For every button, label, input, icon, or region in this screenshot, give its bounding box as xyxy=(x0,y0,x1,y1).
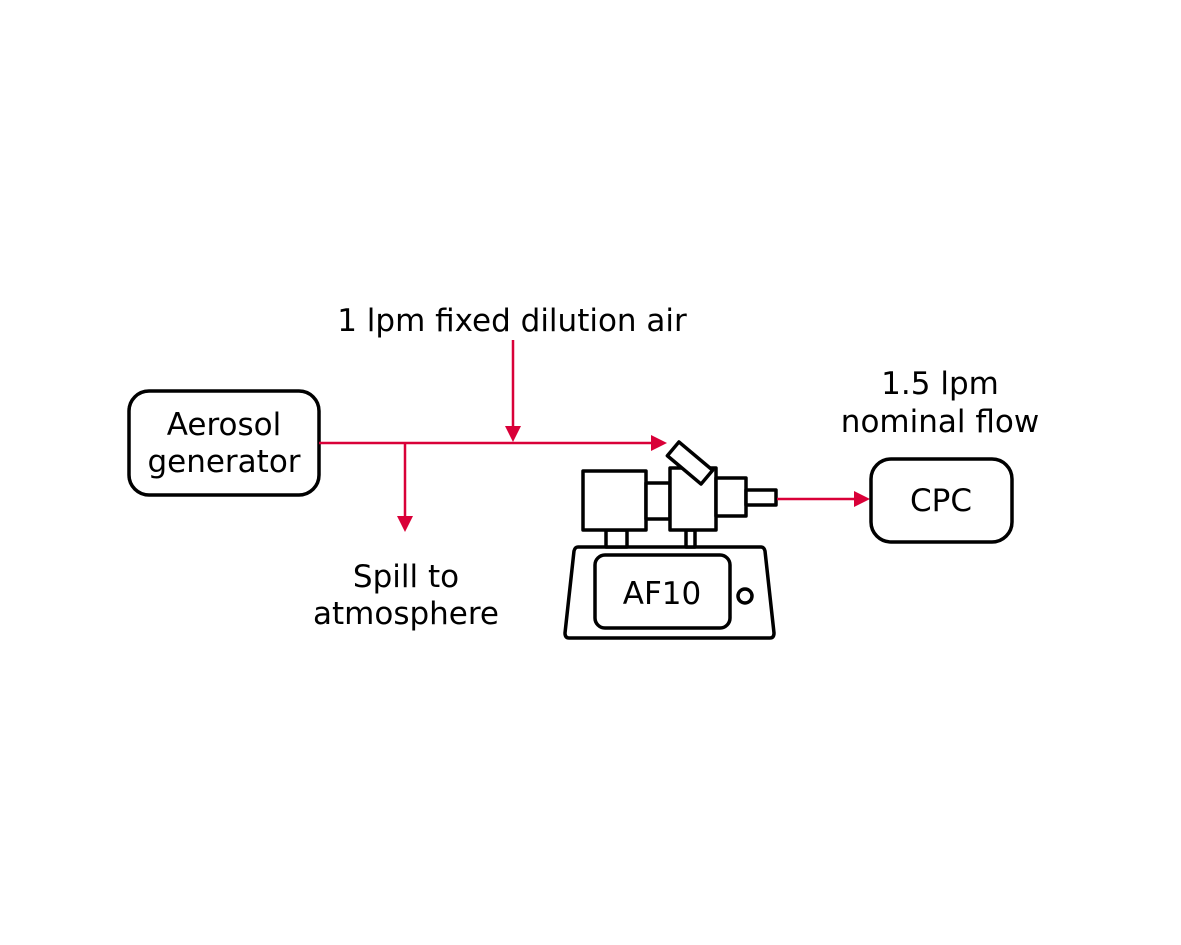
af10-label: AF10 xyxy=(623,576,701,612)
af10-inlet-tube xyxy=(665,440,715,486)
nominal-flow-label-line1: 1.5 lpm xyxy=(881,366,999,402)
aerosol-generator-node: Aerosol generator xyxy=(127,389,321,497)
outlet-flow-arrowhead xyxy=(854,491,870,507)
af10-left-block xyxy=(581,469,648,532)
aerosol-generator-label-line1: Aerosol xyxy=(167,407,282,443)
spill-label-line1: Spill to xyxy=(353,559,459,595)
spill-label-line2: atmosphere xyxy=(313,596,499,632)
af10-leg-right xyxy=(684,528,697,549)
main-flow-arrowhead xyxy=(651,435,667,451)
af10-right-block xyxy=(714,476,748,518)
aerosol-generator-label-line2: generator xyxy=(147,444,300,480)
spill-arrowhead xyxy=(397,516,413,532)
af10-outlet-tube xyxy=(744,488,778,507)
cpc-node: CPC xyxy=(869,457,1014,544)
af10-device: AF10 xyxy=(563,440,778,640)
af10-leg-left xyxy=(604,528,629,549)
af10-knob-icon xyxy=(736,587,754,605)
af10-display xyxy=(593,553,732,630)
cpc-label: CPC xyxy=(910,483,972,519)
nominal-flow-label-line2: nominal flow xyxy=(841,404,1039,440)
dilution-air-label: 1 lpm fixed dilution air xyxy=(337,303,687,339)
af10-connector xyxy=(644,481,672,521)
dilution-air-arrowhead xyxy=(505,426,521,442)
